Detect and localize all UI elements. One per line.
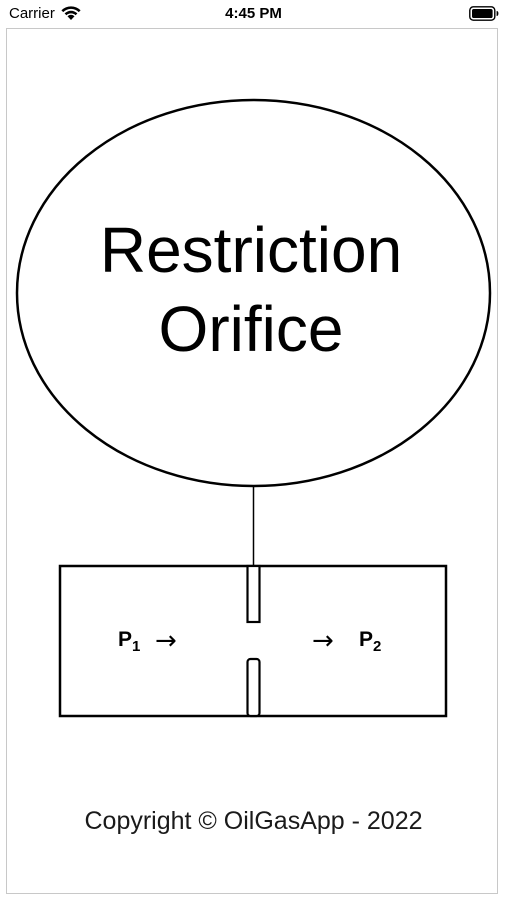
- orifice-plate-lower: [246, 657, 261, 718]
- upstream-arrow: →: [155, 626, 177, 656]
- content-frame: [6, 28, 498, 894]
- downstream-pressure-label: P2: [359, 628, 381, 655]
- downstream-p: P: [359, 628, 373, 651]
- downstream-arrow: →: [312, 626, 334, 656]
- status-bar: Carrier 4:45 PM: [0, 0, 507, 28]
- title-line-1: Restriction: [100, 214, 402, 286]
- wifi-icon: [61, 6, 81, 20]
- status-time: 4:45 PM: [225, 5, 282, 22]
- upstream-p: P: [118, 628, 132, 651]
- downstream-subscript: 2: [373, 638, 381, 655]
- title-line-2: Orifice: [159, 293, 344, 365]
- copyright-text: Copyright © OilGasApp - 2022: [84, 807, 423, 835]
- upstream-subscript: 1: [132, 638, 140, 655]
- orifice-plate-upper: [246, 564, 261, 624]
- carrier-label: Carrier: [9, 5, 55, 22]
- upstream-pressure-label: P1: [118, 628, 140, 655]
- battery-icon: [469, 6, 499, 21]
